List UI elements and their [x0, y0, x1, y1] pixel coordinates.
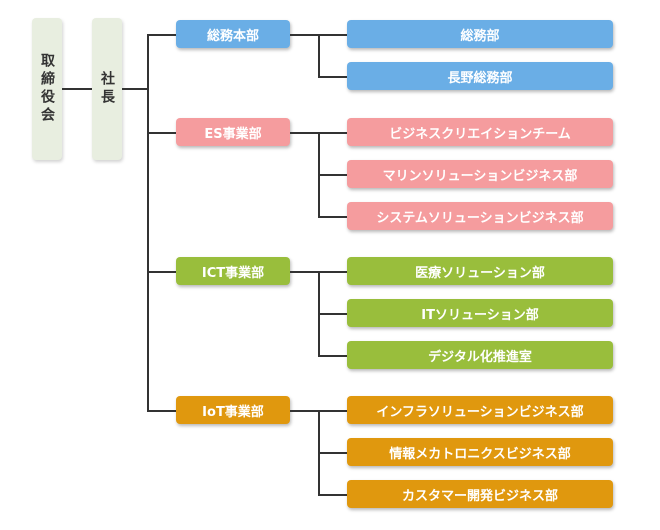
president-box: 社長: [92, 18, 122, 160]
unit-connector: [318, 76, 347, 78]
unit-box: 長野総務部: [347, 62, 613, 90]
branch-line: [318, 34, 320, 77]
division-branch-connector: [290, 410, 318, 412]
unit-connector: [318, 174, 347, 176]
division-connector: [147, 132, 176, 134]
division-box: 総務本部: [176, 20, 290, 48]
unit-box: デジタル化推進室: [347, 341, 613, 369]
president-trunk-connector: [122, 88, 147, 90]
unit-box: インフラソリューションビジネス部: [347, 396, 613, 424]
division-box: IoT事業部: [176, 396, 290, 424]
unit-box: カスタマー開発ビジネス部: [347, 480, 613, 508]
unit-connector: [318, 132, 347, 134]
division-box: ICT事業部: [176, 257, 290, 285]
unit-connector: [318, 313, 347, 315]
division-connector: [147, 271, 176, 273]
division-box: ES事業部: [176, 118, 290, 146]
trunk-line: [147, 34, 149, 411]
division-connector: [147, 410, 176, 412]
unit-connector: [318, 216, 347, 218]
division-branch-connector: [290, 271, 318, 273]
unit-connector: [318, 452, 347, 454]
unit-box: マリンソリューションビジネス部: [347, 160, 613, 188]
unit-connector: [318, 494, 347, 496]
division-branch-connector: [290, 132, 318, 134]
unit-connector: [318, 355, 347, 357]
division-connector: [147, 34, 176, 36]
unit-box: ビジネスクリエイションチーム: [347, 118, 613, 146]
unit-connector: [318, 410, 347, 412]
unit-box: システムソリューションビジネス部: [347, 202, 613, 230]
unit-box: 総務部: [347, 20, 613, 48]
unit-box: ITソリューション部: [347, 299, 613, 327]
board-of-directors-box: 取締役会: [32, 18, 62, 160]
unit-connector: [318, 34, 347, 36]
unit-box: 医療ソリューション部: [347, 257, 613, 285]
unit-connector: [318, 271, 347, 273]
unit-box: 情報メカトロニクスビジネス部: [347, 438, 613, 466]
division-branch-connector: [290, 34, 318, 36]
board-president-connector: [62, 88, 92, 90]
